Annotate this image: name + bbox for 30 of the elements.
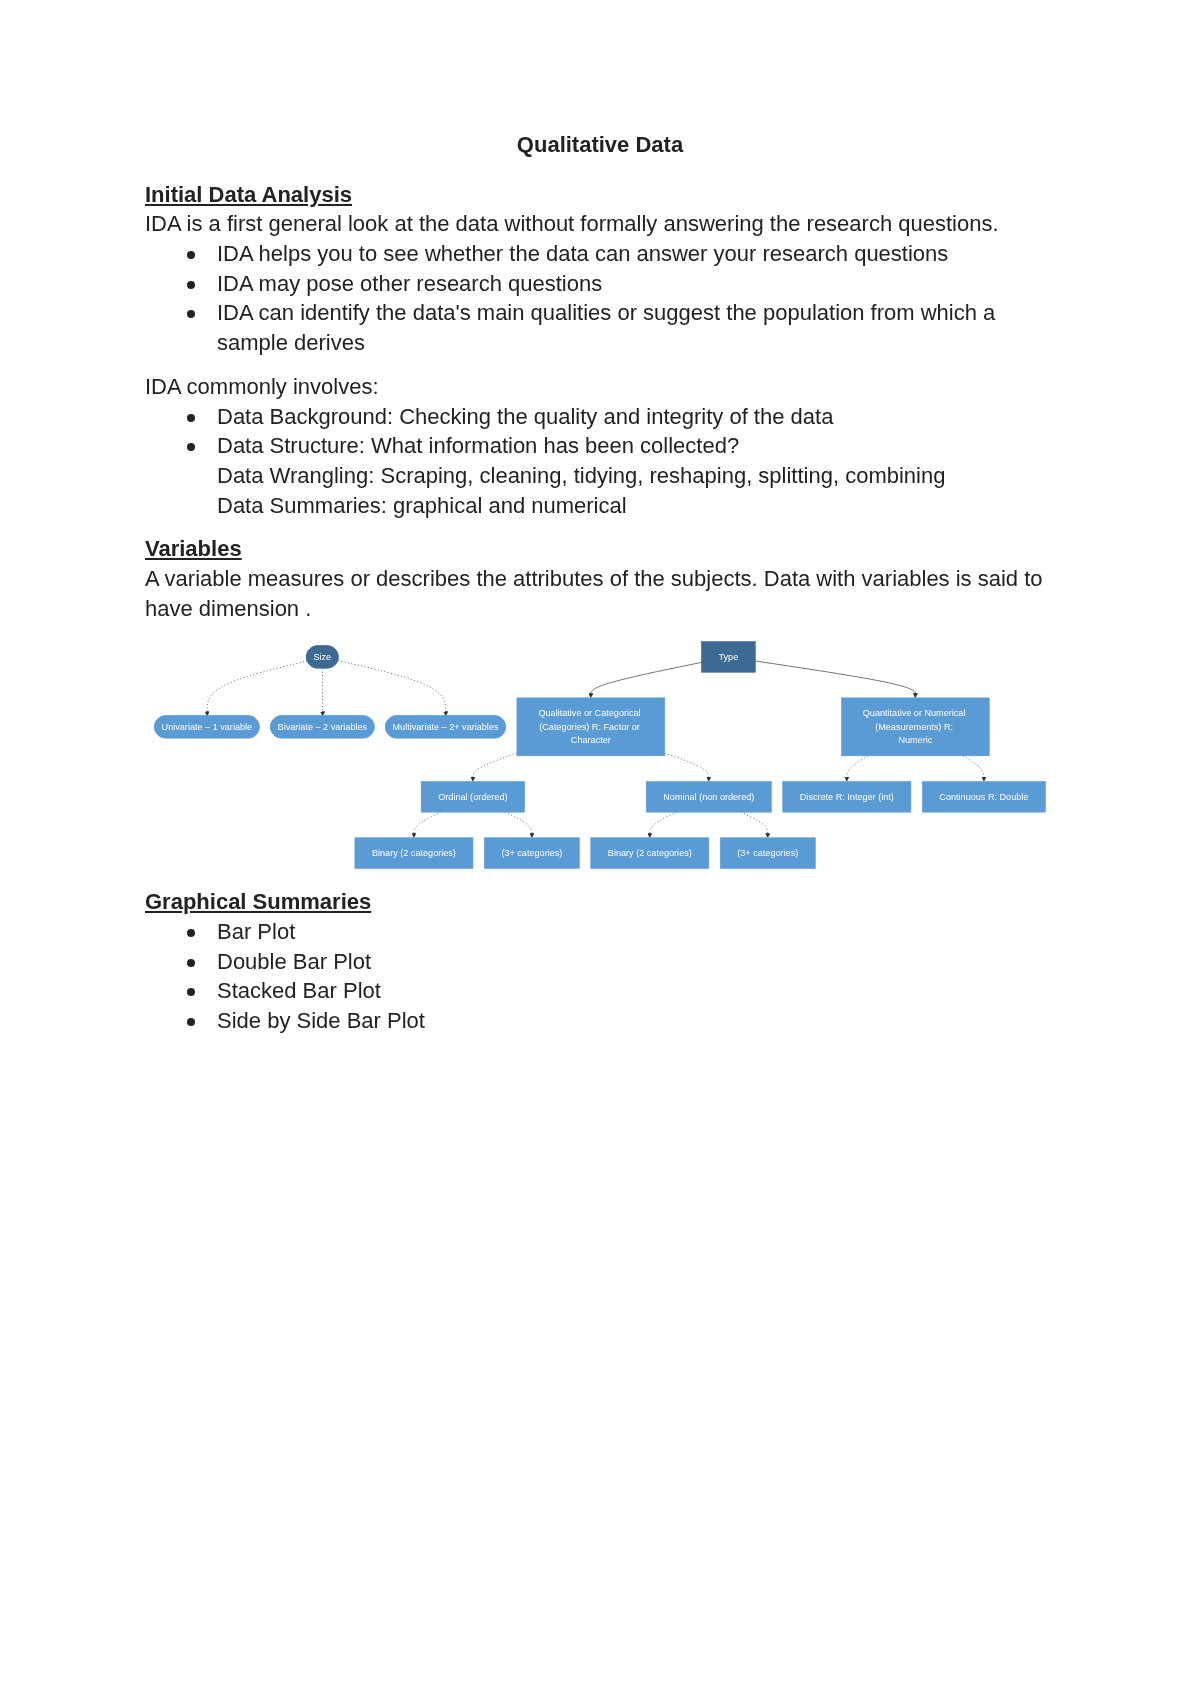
node-box xyxy=(420,781,525,813)
list-item: Stacked Bar Plot xyxy=(217,977,382,1006)
flowchart-diagram: Size Univariate – 1 variable Bivariate – 2 variables Multivariate – 2+ variables Type Qualitative or Categorical (Categories) R: Factor or Character Quantitative or Numerical (Measurements) R: Numeric Ordinal (ordered) Nominal (non ordered) Discrete R: Integer (int) Continuous R: Double Binary (2 categories) (3+ categories) Binary (2 categories) (3+ categories) xyxy=(150,637,1050,874)
list-item: Double Bar Plot xyxy=(217,947,373,976)
node-box xyxy=(922,781,1046,813)
list-item: Data Wrangling: Scraping, cleaning, tidying, reshaping, splitting, combining xyxy=(217,461,947,490)
section-heading: Initial Data Analysis xyxy=(145,180,354,209)
node-box xyxy=(701,641,756,673)
list-item: Data Structure: What information has been collected? xyxy=(217,432,741,461)
node-box xyxy=(484,837,580,870)
list-item: Data Summaries: graphical and numerical xyxy=(217,491,628,520)
node-box xyxy=(782,781,912,813)
node-box xyxy=(645,781,772,813)
list-item: IDA may pose other research questions xyxy=(217,269,604,298)
section-heading: Graphical Summaries xyxy=(145,888,373,917)
paragraph: A variable measures or describes the attributes of the subjects. Data with variables is said to have dimension . xyxy=(145,564,1044,623)
node-box xyxy=(841,697,990,757)
list-item: IDA helps you to see whether the data can answer your research questions xyxy=(217,240,950,269)
node-box xyxy=(354,837,474,870)
page-title: Qualitative Data xyxy=(515,131,685,159)
list-item: IDA can identify the data's main qualities or suggest the population from which a sample derives xyxy=(217,299,997,358)
paragraph: IDA is a first general look at the data without formally answering the research questions. xyxy=(145,210,1000,239)
node-box xyxy=(590,837,710,870)
paragraph: IDA commonly involves: xyxy=(145,372,380,401)
list-item: Data Background: Checking the quality and integrity of the data xyxy=(217,402,835,431)
section-heading: Variables xyxy=(145,535,243,564)
list-item: Bar Plot xyxy=(217,918,297,946)
list-item: Side by Side Bar Plot xyxy=(217,1007,426,1036)
node-box xyxy=(516,697,666,757)
node-box xyxy=(719,837,816,870)
